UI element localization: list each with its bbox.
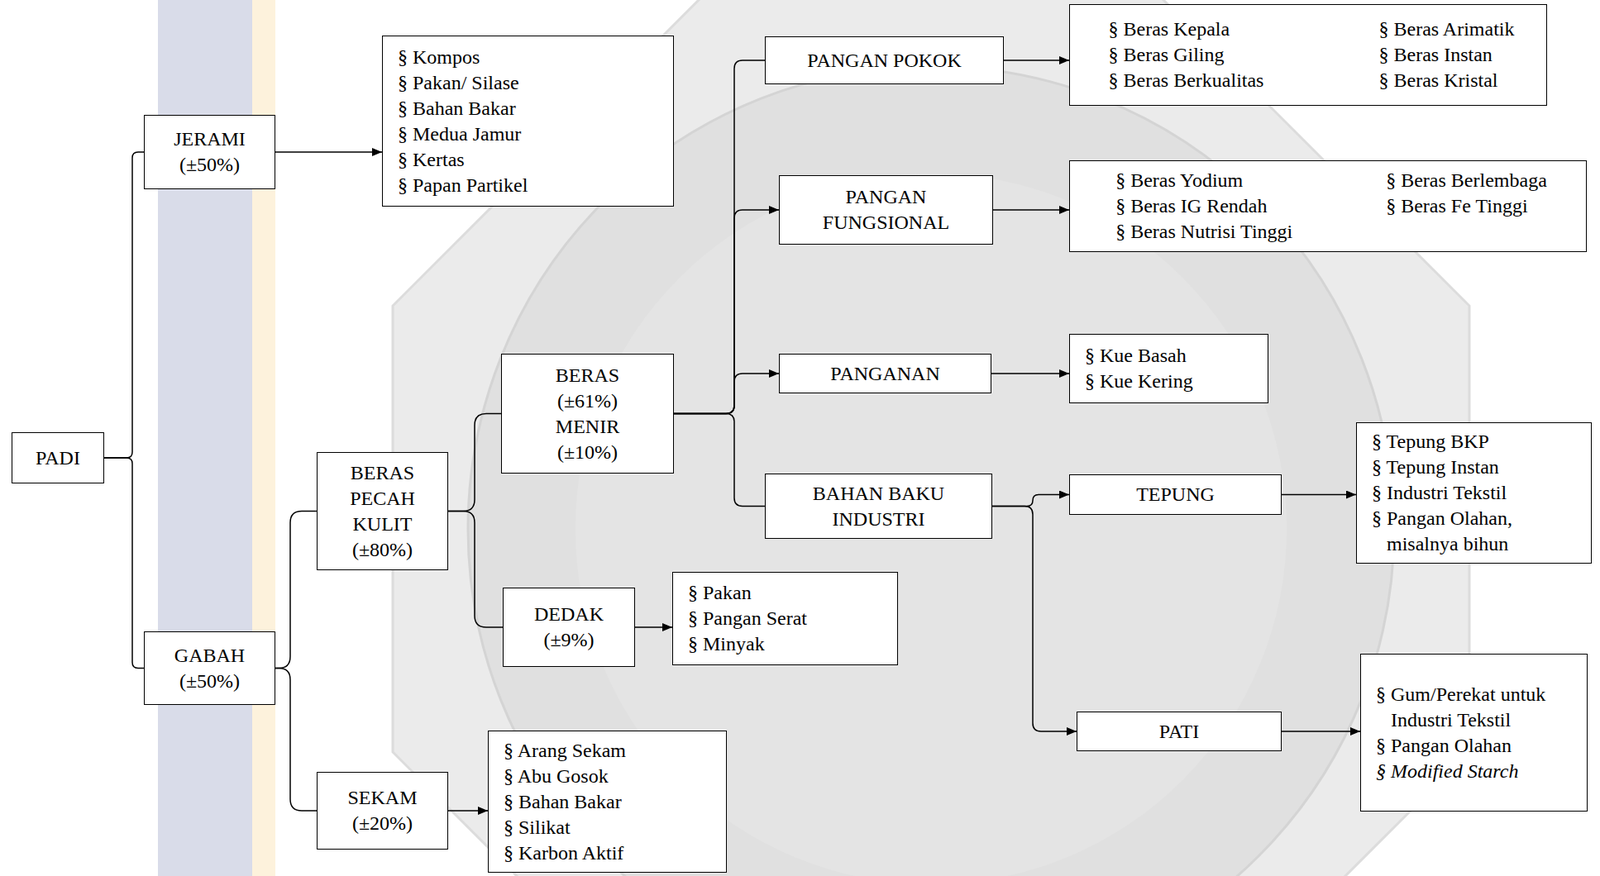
- box-label: PANGANAN: [830, 361, 940, 387]
- list-item: § Beras Kristal: [1379, 67, 1515, 94]
- list-box: § Pakan§ Pangan Serat§ Minyak: [672, 572, 898, 666]
- list-box: § Beras Yodium§ Beras IG Rendah§ Beras N…: [1069, 160, 1587, 253]
- arrow-connector: [275, 151, 383, 153]
- arrow-connector: [448, 810, 488, 812]
- list-item: § Bahan Bakar: [503, 789, 718, 816]
- list-item: § Minyak: [687, 631, 889, 658]
- arrow-connector: [993, 209, 1070, 211]
- list-item: § Gum/Perekat untuk Industri Tekstil: [1375, 682, 1579, 734]
- list-box: § Gum/Perekat untuk Industri Tekstil§ Pa…: [1360, 654, 1588, 812]
- list-item: § Arang Sekam: [503, 738, 718, 765]
- bracket-connector: [104, 152, 144, 459]
- arrow-connector: [673, 210, 779, 415]
- arrow-connector: [992, 506, 1077, 733]
- list-item: § Kompos: [397, 44, 665, 71]
- box: PANGAN POKOK: [764, 36, 1004, 85]
- list-item: § Abu Gosok: [503, 764, 718, 790]
- box-label: TEPUNG: [1136, 482, 1215, 508]
- list-item: § Beras Kepala: [1108, 16, 1380, 43]
- arrow-connector: [1281, 494, 1357, 497]
- list-box: § Tepung BKP§ Tepung Instan§ Industri Te…: [1356, 422, 1592, 564]
- list-item: § Beras Giling: [1108, 42, 1380, 68]
- arrow-connector: [673, 373, 779, 415]
- box-label: PANGAN FUNGSIONAL: [788, 184, 984, 236]
- list-box: § Beras Kepala§ Beras Giling§ Beras Berk…: [1069, 4, 1548, 106]
- list-item: § Beras Arimatik: [1379, 16, 1515, 43]
- box: DEDAK (±9%): [502, 587, 636, 668]
- list-item: § Pakan: [687, 580, 889, 607]
- bracket-connector: [275, 668, 317, 812]
- bracket-connector: [673, 414, 765, 507]
- list-item: § Beras Berlembaga: [1385, 167, 1548, 194]
- list-item: § Modified Starch: [1375, 759, 1579, 785]
- box: GABAH (±50%): [143, 631, 276, 706]
- box-label: BERAS PECAH KULIT (±80%): [349, 460, 416, 564]
- list-item: § Beras IG Rendah: [1115, 193, 1386, 220]
- list-box: § Kompos§ Pakan/ Silase§ Bahan Bakar§ Me…: [382, 35, 674, 207]
- list-item: § Bahan Bakar: [397, 95, 665, 122]
- list-item: § Industri Tekstil: [1371, 480, 1583, 507]
- box-label: JERAMI (±50%): [173, 126, 246, 178]
- box: SEKAM (±20%): [316, 772, 449, 851]
- arrow-connector: [1281, 730, 1361, 733]
- list-box: § Arang Sekam§ Abu Gosok§ Bahan Bakar§ S…: [487, 730, 727, 874]
- bracket-connector: [448, 414, 502, 512]
- list-item: § Kertas: [397, 147, 665, 173]
- list-item: § Pangan Olahan: [1375, 733, 1579, 760]
- box-label: PANGAN POKOK: [807, 47, 961, 74]
- box: PATI: [1076, 711, 1282, 752]
- box-label: DEDAK (±9%): [534, 601, 604, 654]
- box-label: BERAS (±61%) MENIR (±10%): [555, 362, 620, 466]
- list-item: § Papan Partikel: [397, 172, 665, 199]
- list-item: § Beras Nutrisi Tinggi: [1115, 219, 1386, 245]
- list-item: § Tepung Instan: [1371, 454, 1583, 481]
- list-item: § Kue Basah: [1084, 343, 1260, 369]
- list-item: § Beras Berkualitas: [1108, 67, 1380, 94]
- list-item: § Medua Jamur: [397, 121, 665, 148]
- box: BERAS (±61%) MENIR (±10%): [501, 353, 674, 474]
- arrow-connector: [992, 495, 1070, 507]
- arrow-connector: [1003, 59, 1070, 62]
- box: PANGAN FUNGSIONAL: [778, 175, 994, 245]
- box-label: GABAH (±50%): [174, 643, 245, 695]
- list-item: § Silikat: [503, 815, 718, 841]
- list-item: § Pangan Olahan, misalnya bihun: [1371, 506, 1583, 558]
- list-item: § Beras Yodium: [1115, 167, 1386, 194]
- box-label: SEKAM (±20%): [347, 785, 417, 837]
- box: JERAMI (±50%): [143, 114, 276, 190]
- box: PADI: [11, 432, 105, 484]
- list-item: § Beras Instan: [1379, 42, 1515, 68]
- box: TEPUNG: [1069, 474, 1282, 516]
- box-label: BAHAN BAKU INDUSTRI: [773, 481, 984, 533]
- box: BAHAN BAKU INDUSTRI: [764, 473, 993, 540]
- bracket-connector: [275, 511, 317, 669]
- list-item: § Pangan Serat: [687, 606, 889, 632]
- list-box: § Kue Basah§ Kue Kering: [1069, 334, 1269, 404]
- box: BERAS PECAH KULIT (±80%): [316, 452, 449, 571]
- arrow-connector: [635, 626, 673, 629]
- bracket-connector: [448, 511, 503, 629]
- list-item: § Karbon Aktif: [503, 840, 718, 867]
- list-item: § Beras Fe Tinggi: [1385, 193, 1548, 220]
- bracket-connector: [104, 458, 144, 669]
- list-item: § Pakan/ Silase: [397, 70, 665, 96]
- list-item: § Kue Kering: [1084, 368, 1260, 395]
- list-item: § Tepung BKP: [1371, 429, 1583, 455]
- box: PANGANAN: [778, 353, 992, 394]
- bracket-connector: [673, 60, 765, 415]
- box-label: PADI: [35, 445, 81, 472]
- arrow-connector: [991, 372, 1070, 375]
- box-label: PATI: [1159, 719, 1199, 746]
